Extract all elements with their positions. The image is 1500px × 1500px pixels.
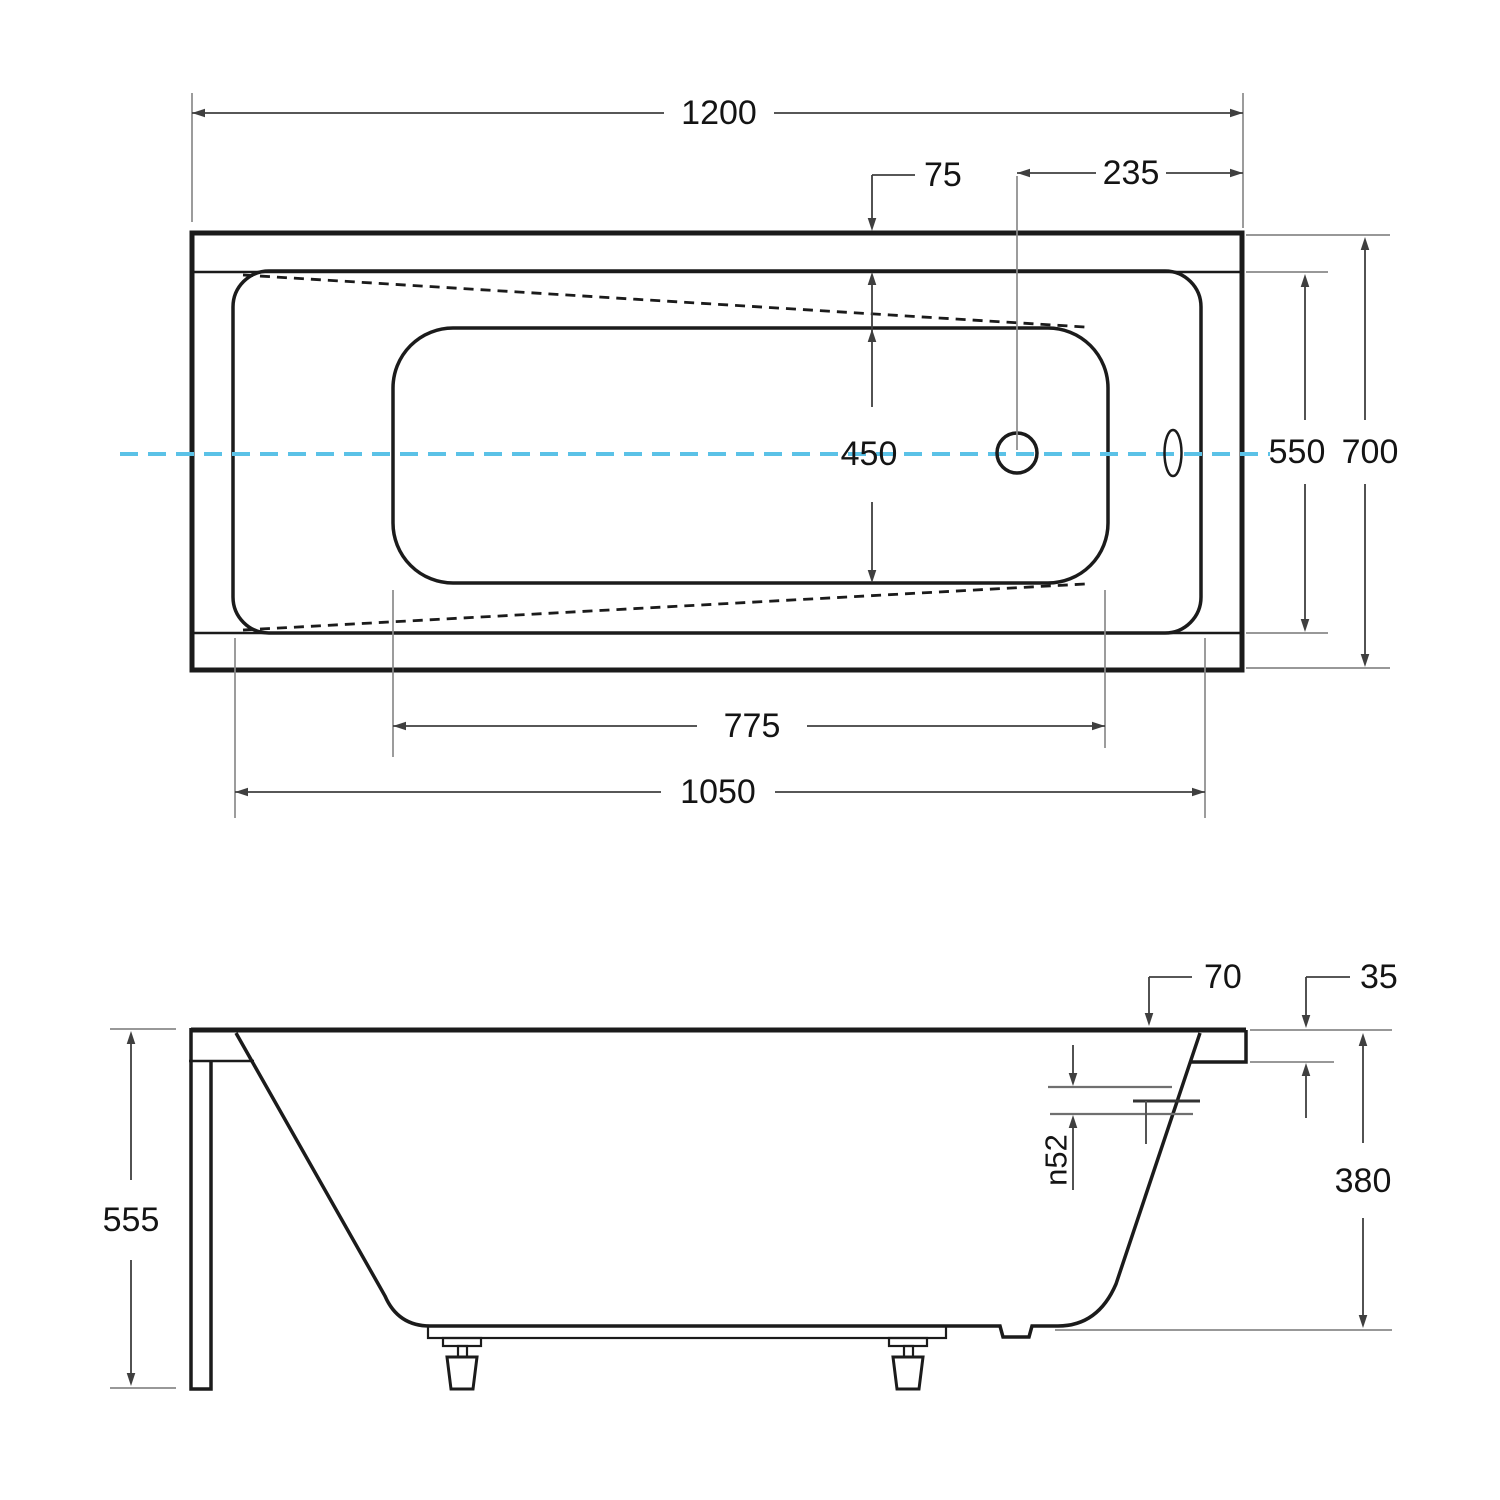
top-view-arrowheads [192,108,1370,797]
label-overflow-diameter: n52 [1039,1134,1074,1186]
arrow-450-down [867,570,877,583]
rim-step-right [1190,1030,1248,1064]
foot-left-base [445,1355,479,1391]
top-view-labels: 1200 75 235 450 550 700 775 1050 [680,94,1398,811]
label-floor-width: 450 [841,435,898,473]
arrow-35-up [1301,1063,1311,1076]
arrow-n52-up [1068,1115,1078,1128]
label-rim-side-width: 75 [924,156,962,194]
label-rim-offset: 70 [1204,958,1242,996]
side-view-labels: 555 70 35 380 n52 [103,958,1398,1239]
overflow-detail [1048,1085,1200,1144]
arrow-550-down [1300,619,1310,632]
top-view-extension-lines [191,93,1390,818]
arrow-700-down [1360,654,1370,667]
label-inner-length: 1050 [680,773,756,811]
arrow-555-down [126,1373,136,1386]
side-view-extension-lines [110,1028,1392,1389]
foot-right [887,1336,929,1391]
floor-and-right-wall [430,1032,1202,1339]
label-overall-width: 700 [1342,433,1399,471]
arrow-555-up [126,1031,136,1044]
support-rail [426,1324,948,1340]
inner-wall-left [234,1032,431,1328]
arrow-380-up [1358,1033,1368,1046]
arrow-75-down [867,218,877,231]
foot-right-stem [902,1344,915,1359]
arrow-1050-left [235,787,248,797]
label-inner-width: 550 [1269,433,1326,471]
label-floor-length: 775 [724,707,781,745]
arrow-235-right [1230,168,1243,178]
arrow-35-down [1301,1015,1311,1028]
arrow-775-left [393,721,406,731]
tub-outer-rim [189,230,1245,673]
arrow-450-up [867,329,877,342]
top-view: 1200 75 235 450 550 700 775 1050 [120,93,1398,818]
foot-left-plate [441,1336,483,1348]
label-rim-height: 35 [1360,958,1398,996]
arrow-70-down [1144,1013,1154,1026]
foot-right-base [891,1355,925,1391]
arrow-700-up [1360,237,1370,250]
side-view-dimension-lines [130,976,1364,1378]
label-body-depth: 380 [1335,1162,1392,1200]
wall-slope-hidden-top [242,273,1086,329]
label-overall-height: 555 [103,1201,160,1239]
arrow-1200-right [1230,108,1243,118]
arrow-380-down [1358,1315,1368,1328]
side-view: 555 70 35 380 n52 [103,958,1398,1391]
arrow-1200-left [192,108,205,118]
arrow-1050-right [1192,787,1205,797]
arrow-550-up [1300,274,1310,287]
foot-left-stem [456,1344,469,1359]
label-drain-to-edge: 235 [1103,154,1160,192]
arrow-775-right [1092,721,1105,731]
label-overall-length: 1200 [681,94,757,132]
apron-panel [189,1028,213,1391]
arrow-n52-down [1068,1073,1078,1086]
arrow-75-up [867,272,877,285]
arrow-235-left [1017,168,1030,178]
foot-left [441,1336,483,1391]
wall-slope-hidden-bottom [242,582,1086,632]
overflow-hole [1163,428,1183,478]
foot-right-plate [887,1336,929,1348]
side-view-arrowheads [126,1013,1368,1386]
